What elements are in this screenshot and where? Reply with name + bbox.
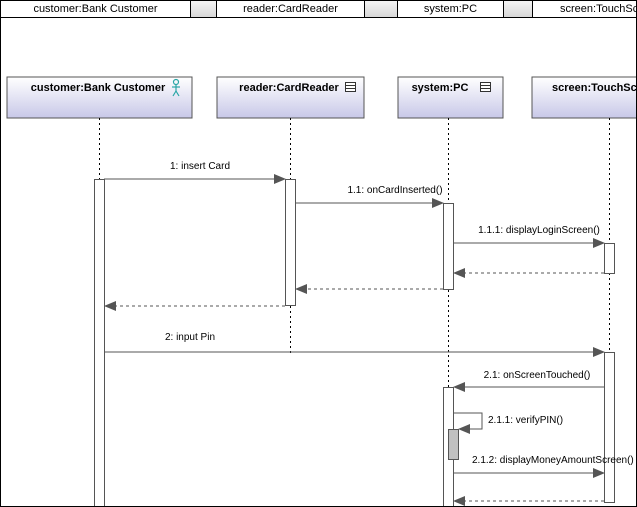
activation-screen[interactable] [604, 243, 615, 274]
lifeline-label-screen: screen:TouchScreen [552, 82, 637, 94]
message-on-card-inserted[interactable]: 1.1: onCardInserted() [295, 185, 444, 208]
activation-screen[interactable] [604, 352, 615, 503]
message-label: 1.1: onCardInserted() [347, 185, 442, 196]
header-cell-customer[interactable]: customer:Bank Customer [1, 1, 191, 17]
message-input-pin[interactable]: 2: input Pin [104, 332, 605, 357]
lifeline-label-customer: customer:Bank Customer [31, 82, 166, 94]
class-icon [345, 82, 356, 92]
message-display-login-screen[interactable]: 1.1.1: displayLoginScreen() [453, 225, 605, 248]
header-separator [191, 1, 217, 17]
lifeline-header-bar: customer:Bank Customer reader:CardReader… [1, 1, 636, 18]
lifeline-label-reader: reader:CardReader [239, 82, 339, 94]
class-icon [480, 82, 491, 92]
message-label: 2: input Pin [165, 332, 215, 343]
header-cell-system[interactable]: system:PC [398, 1, 504, 17]
header-separator [504, 1, 533, 17]
lifeline-label-system: system:PC [412, 82, 469, 94]
header-cell-screen[interactable]: screen:TouchScreen [533, 1, 636, 17]
actor-icon [172, 78, 180, 97]
lifeline-head-reader[interactable]: reader:CardReader [216, 76, 365, 119]
activation-customer[interactable] [94, 179, 105, 507]
message-label: 2.1.1: verifyPIN() [488, 415, 563, 426]
header-separator [365, 1, 398, 17]
message-display-money-amount-screen[interactable]: 2.1.2: displayMoneyAmountScreen() [453, 455, 634, 478]
lifeline-head-system[interactable]: system:PC [397, 76, 504, 119]
lifeline-head-screen[interactable]: screen:TouchScreen [531, 76, 637, 119]
message-on-screen-touched[interactable]: 2.1: onScreenTouched() [453, 370, 604, 392]
header-cell-reader[interactable]: reader:CardReader [217, 1, 365, 17]
message-label: 2.1.2: displayMoneyAmountScreen() [472, 455, 634, 466]
message-label: 1.1.1: displayLoginScreen() [478, 225, 600, 236]
message-insert-card[interactable]: 1: insert Card [104, 161, 286, 184]
message-verify-pin[interactable]: 2.1.1: verifyPIN() [453, 412, 563, 434]
message-label: 2.1: onScreenTouched() [484, 370, 591, 381]
activation-system[interactable] [443, 203, 454, 290]
activation-self-call[interactable] [448, 429, 459, 460]
message-label: 1: insert Card [170, 161, 230, 172]
activation-reader[interactable] [285, 179, 296, 306]
lifeline-head-customer[interactable]: customer:Bank Customer [6, 76, 193, 119]
